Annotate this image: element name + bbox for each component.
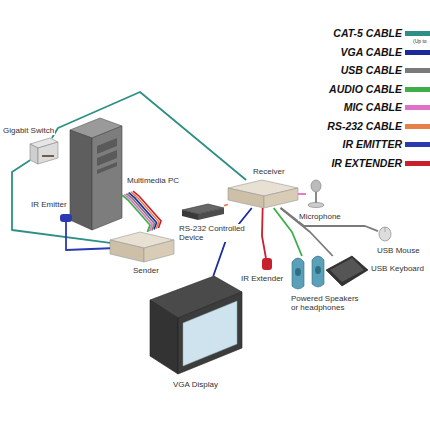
device-node: Multimedia PC [70,118,122,230]
rs232-device [182,204,224,220]
legend-swatch [405,31,430,36]
device-node: Powered Speakers or headphones [290,256,328,290]
legend-text: MIC CABLE [344,101,402,113]
device-node: Sender [110,232,174,262]
speakers-icon [292,256,324,289]
device-node: Receiver [228,180,298,208]
legend-swatch [405,68,430,73]
cable [224,205,228,206]
note-text: (Up to [413,38,427,44]
vga-display-icon [150,276,242,374]
device-label: Microphone [298,212,342,221]
legend-swatch [405,124,430,129]
legend-swatch [405,105,430,110]
device-node: Microphone [306,180,326,208]
cable [12,160,110,243]
legend-swatch [405,87,430,92]
legend-text: VGA CABLE [341,46,402,58]
device-node: IR Emitter [60,214,72,222]
device-node: RS-232 Controlled Device [182,204,224,220]
legend-swatch [405,161,430,166]
device-node: IR Extender [262,258,272,270]
legend-text: IR EMITTER [343,138,403,150]
cable [298,193,306,195]
cable [122,195,150,232]
microphone-icon [308,180,324,208]
legend-text: CAT-5 CABLE [333,27,402,39]
cable [262,208,266,258]
cable [213,208,251,276]
receiver-box [228,180,298,208]
cable-strand [131,192,159,229]
cable [52,92,246,180]
ir-emitter-icon [60,214,72,222]
device-label: IR Extender [240,274,284,283]
pc-tower [70,118,122,230]
mouse-icon [379,227,391,241]
device-node: USB Mouse [378,226,392,242]
device-node: VGA Display [150,276,242,374]
legend-swatch [405,50,430,55]
device-label: USB Mouse [376,246,421,255]
device-label: Sender [132,266,160,275]
keyboard-icon [326,256,368,286]
legend-text: AUDIO CABLE [329,83,402,95]
device-label: RS-232 Controlled Device [178,224,254,242]
ir-extender-icon [262,258,272,270]
device-label: Multimedia PC [126,176,180,185]
device-label: USB Keyboard [370,264,425,273]
legend-swatch [405,142,430,147]
device-node: USB Keyboard [326,256,368,286]
switch-icon [30,138,58,164]
device-label: IR Emitter [30,200,68,209]
legend-text: USB CABLE [341,64,402,76]
sender-box [110,232,174,262]
device-label: Gigabit Switch [2,126,55,135]
legend-text: IR EXTENDER [331,157,402,169]
legend-text: RS-232 CABLE [327,120,402,132]
device-label: Powered Speakers or headphones [290,294,364,312]
device-label: Receiver [252,167,286,176]
device-label: VGA Display [172,380,219,389]
device-node: Gigabit Switch [30,138,58,164]
cable [66,222,110,250]
